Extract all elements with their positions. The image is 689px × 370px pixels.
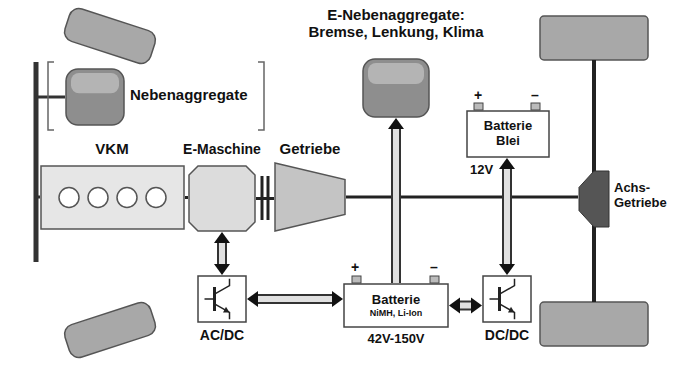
component-node: Nebenaggregate	[65, 68, 258, 126]
emach-shape	[188, 165, 256, 232]
component-node: DC/DC	[472, 275, 542, 344]
drive-shaft	[185, 197, 188, 198]
component-node: E-Nebenaggregate: Bremse, Lenkung, Klima	[296, 6, 496, 118]
component-node: Getriebe	[268, 140, 352, 232]
diff-outline	[578, 170, 610, 228]
component-node: BatterieNiMH, Li-Ion	[343, 283, 449, 328]
igbt-outline	[197, 275, 247, 323]
component-label: Achs- Getriebe	[614, 181, 680, 211]
terminal-sign: –	[531, 88, 539, 103]
bracket	[48, 62, 54, 130]
voltage-label: 42V-150V	[356, 332, 436, 346]
diff-shape	[578, 170, 610, 228]
igbt-outline	[482, 275, 532, 323]
power-connector	[247, 291, 343, 307]
component-node: Achs- Getriebe	[578, 170, 680, 228]
component-label: VKM	[62, 140, 162, 157]
trap-outline	[274, 162, 346, 232]
emach-outline	[188, 165, 256, 232]
round-shape	[65, 68, 125, 126]
component-label: AC/DC	[187, 327, 257, 343]
bracket	[258, 62, 264, 130]
terminal-sign: –	[430, 260, 438, 275]
component-label: Batterie Blei	[472, 119, 544, 149]
power-connector	[214, 232, 230, 275]
round-outline	[65, 68, 125, 126]
drive-shaft	[256, 198, 274, 199]
component-label: Batterie	[372, 293, 420, 308]
igbt-shape	[197, 275, 247, 323]
engine-outline	[40, 165, 185, 230]
terminal-sign: +	[474, 88, 482, 103]
belt-link	[36, 196, 40, 199]
drive-shaft	[346, 197, 578, 198]
component-node: E-Maschine	[176, 141, 268, 232]
component-label: Nebenaggregate	[130, 86, 258, 103]
belt-link	[36, 96, 65, 99]
belt-drive	[34, 62, 39, 262]
component-label: Getriebe	[268, 140, 352, 157]
terminal-sign: +	[351, 260, 359, 275]
power-connector	[499, 158, 515, 275]
component-label: NiMH, Li-Ion	[370, 308, 423, 318]
component-label: DC/DC	[472, 327, 542, 343]
component-label: E-Maschine	[176, 141, 268, 157]
round-shape	[362, 58, 430, 118]
rect-shape: BatterieNiMH, Li-Ion	[343, 283, 449, 328]
rect-shape: Batterie Blei	[466, 110, 550, 158]
trap-shape	[274, 162, 346, 232]
component-node: AC/DC	[187, 275, 257, 344]
power-connector	[388, 118, 404, 283]
component-node: VKM	[40, 140, 185, 230]
power-connector	[449, 298, 482, 314]
round-outline	[362, 58, 430, 118]
igbt-shape	[482, 275, 532, 323]
component-node: Batterie Blei	[466, 110, 550, 158]
component-label: E-Nebenaggregate: Bremse, Lenkung, Klima	[296, 6, 496, 41]
engine-shape	[40, 165, 185, 230]
voltage-label: 12V	[470, 163, 493, 177]
